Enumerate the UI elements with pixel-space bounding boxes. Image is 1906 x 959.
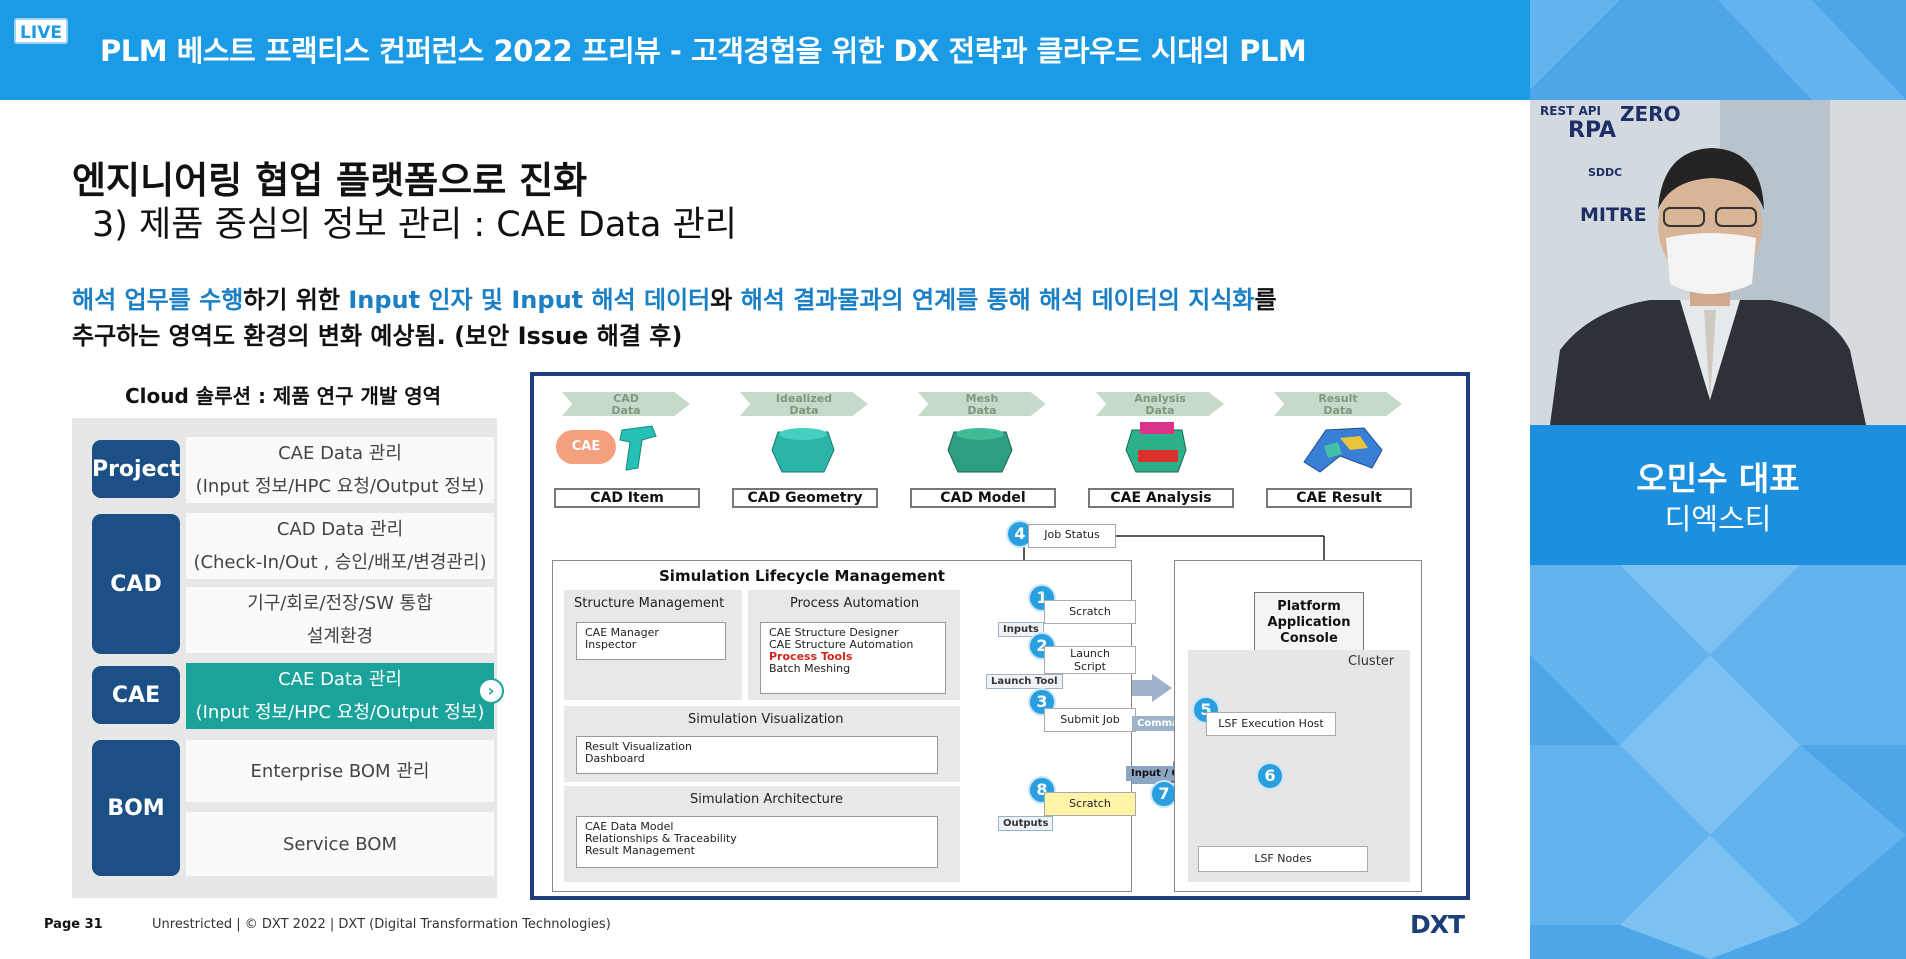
item-line1: CAE Data 관리 [186, 437, 494, 470]
scratch-output-label: Scratch [1044, 792, 1136, 816]
speaker-panel: REST API RPA ZERO SDDC MITRE 오민수 대표 디엑스티 [1530, 0, 1906, 959]
item-line2: 설계환경 [186, 620, 494, 653]
backdrop-rpa: RPA [1568, 118, 1616, 143]
structure-management-list: CAE Manager Inspector [576, 622, 726, 660]
step-6-badge: 6 [1256, 762, 1284, 790]
speaker-name: 오민수 대표 [1530, 452, 1906, 500]
job-status-label: Job Status [1028, 524, 1116, 548]
cae-result-part-icon [1304, 428, 1382, 472]
architecture-line-3: Result Management [585, 845, 929, 857]
summary-part2: 하기 위한 [243, 286, 348, 314]
summary-part3: Input 인자 및 Input 해석 데이터 [348, 286, 710, 314]
launch-script-label: Launch Script [1044, 646, 1136, 674]
lsf-execution-host-label: LSF Execution Host [1206, 712, 1336, 736]
cloud-solution-title: Cloud 솔루션 : 제품 연구 개발 영역 [125, 380, 441, 409]
structure-line-2: Inspector [585, 639, 717, 651]
process-automation-list: CAE Structure Designer CAE Structure Aut… [760, 622, 946, 694]
platform-application-console: Platform Application Console [1254, 592, 1364, 652]
outputs-tag: Outputs [998, 816, 1053, 831]
item-integration-env: 기구/회로/전장/SW 통합 설계환경 [186, 587, 494, 653]
item-enterprise-bom: Enterprise BOM 관리 [186, 740, 494, 802]
cluster-label: Cluster [1348, 654, 1394, 669]
item-line2: (Input 정보/HPC 요청/Output 정보) [186, 696, 494, 729]
stage-label-cad-geometry: CAD Geometry [732, 488, 878, 508]
scratch-label: Scratch [1044, 600, 1136, 624]
item-cae-data-active: CAE Data 관리 (Input 정보/HPC 요청/Output 정보) [186, 663, 494, 729]
item-cad-data: CAD Data 관리 (Check-In/Out , 승인/배포/변경관리) [186, 513, 494, 579]
process-automation-title: Process Automation [790, 596, 919, 611]
backdrop-sddc: SDDC [1588, 166, 1622, 179]
live-badge: LIVE [14, 18, 68, 44]
stage-label-cad-model: CAD Model [910, 488, 1056, 508]
speaker-video: REST API RPA ZERO SDDC MITRE [1530, 100, 1906, 425]
slide-subheading: 3) 제품 중심의 정보 관리 : CAE Data 관리 [92, 196, 737, 247]
backdrop-rest-api: REST API [1540, 104, 1601, 118]
slm-title: Simulation Lifecycle Management [659, 567, 945, 585]
title-banner: LIVE PLM 베스트 프랙티스 컨퍼런스 2022 프리뷰 - 고객경험을 … [0, 0, 1530, 100]
structure-management-title: Structure Management [574, 596, 724, 611]
process-line-4: Batch Meshing [769, 663, 937, 675]
category-cae: CAE [92, 666, 180, 724]
platform-label: Platform Application Console [1268, 599, 1351, 646]
summary-part5: 해석 결과물과의 연계를 통해 해석 데이터의 지식화 [741, 286, 1255, 314]
backdrop-mitre: MITRE [1580, 204, 1647, 226]
cad-item-part-icon [620, 426, 656, 470]
item-line1: CAE Data 관리 [186, 663, 494, 696]
item-line1: Enterprise BOM 관리 [186, 755, 494, 788]
stage-label-cae-result: CAE Result [1266, 488, 1412, 508]
simulation-visualization-list: Result Visualization Dashboard [576, 736, 938, 774]
summary-part4: 와 [710, 286, 740, 314]
stage-label-cad-item: CAD Item [554, 488, 700, 508]
backdrop-zero: ZERO [1620, 102, 1681, 126]
slide-summary: 해석 업무를 수행하기 위한 Input 인자 및 Input 해석 데이터와 … [72, 282, 1472, 354]
simulation-visualization-title: Simulation Visualization [688, 712, 844, 727]
speaker-organization: 디엑스티 [1530, 496, 1906, 538]
submit-job-label: Submit Job [1044, 708, 1136, 732]
category-cad: CAD [92, 514, 180, 654]
summary-part6: 를 [1255, 286, 1277, 314]
stream-title: PLM 베스트 프랙티스 컨퍼런스 2022 프리뷰 - 고객경험을 위한 DX… [100, 28, 1306, 70]
cad-geometry-part-icon [772, 428, 834, 472]
page-number: Page 31 [44, 917, 103, 932]
cae-workflow-diagram: CAD Data Idealized Data Mesh Data Analys… [530, 372, 1470, 900]
item-line1: 기구/회로/전장/SW 통합 [186, 587, 494, 620]
summary-line2: 추구하는 영역도 환경의 변화 예상됨. (보안 Issue 해결 후) [72, 322, 682, 350]
category-bom: BOM [92, 740, 180, 876]
launch-tool-tag: Launch Tool [986, 674, 1063, 689]
item-line2: (Input 정보/HPC 요청/Output 정보) [186, 470, 494, 503]
cad-model-part-icon [948, 428, 1012, 472]
item-line1: Service BOM [186, 828, 494, 861]
footer-copyright: Unrestricted | © DXT 2022 | DXT (Digital… [152, 917, 611, 932]
chevron-right-icon: › [478, 678, 504, 704]
item-line1: CAD Data 관리 [186, 513, 494, 546]
stage-label-cae-analysis: CAE Analysis [1088, 488, 1234, 508]
item-line2: (Check-In/Out , 승인/배포/변경관리) [186, 546, 494, 579]
item-project-cae-data: CAE Data 관리 (Input 정보/HPC 요청/Output 정보) [186, 437, 494, 503]
cae-analysis-part-icon [1126, 422, 1186, 472]
simulation-architecture-list: CAE Data Model Relationships & Traceabil… [576, 816, 938, 868]
dxt-logo: DXT [1410, 910, 1464, 939]
speaker-video-frame [1530, 100, 1906, 425]
item-service-bom: Service BOM [186, 812, 494, 876]
visualization-line-2: Dashboard [585, 753, 929, 765]
summary-part1: 해석 업무를 수행 [72, 286, 243, 314]
lsf-nodes-label: LSF Nodes [1198, 846, 1368, 872]
category-project: Project [92, 440, 180, 498]
simulation-architecture-title: Simulation Architecture [690, 792, 843, 807]
